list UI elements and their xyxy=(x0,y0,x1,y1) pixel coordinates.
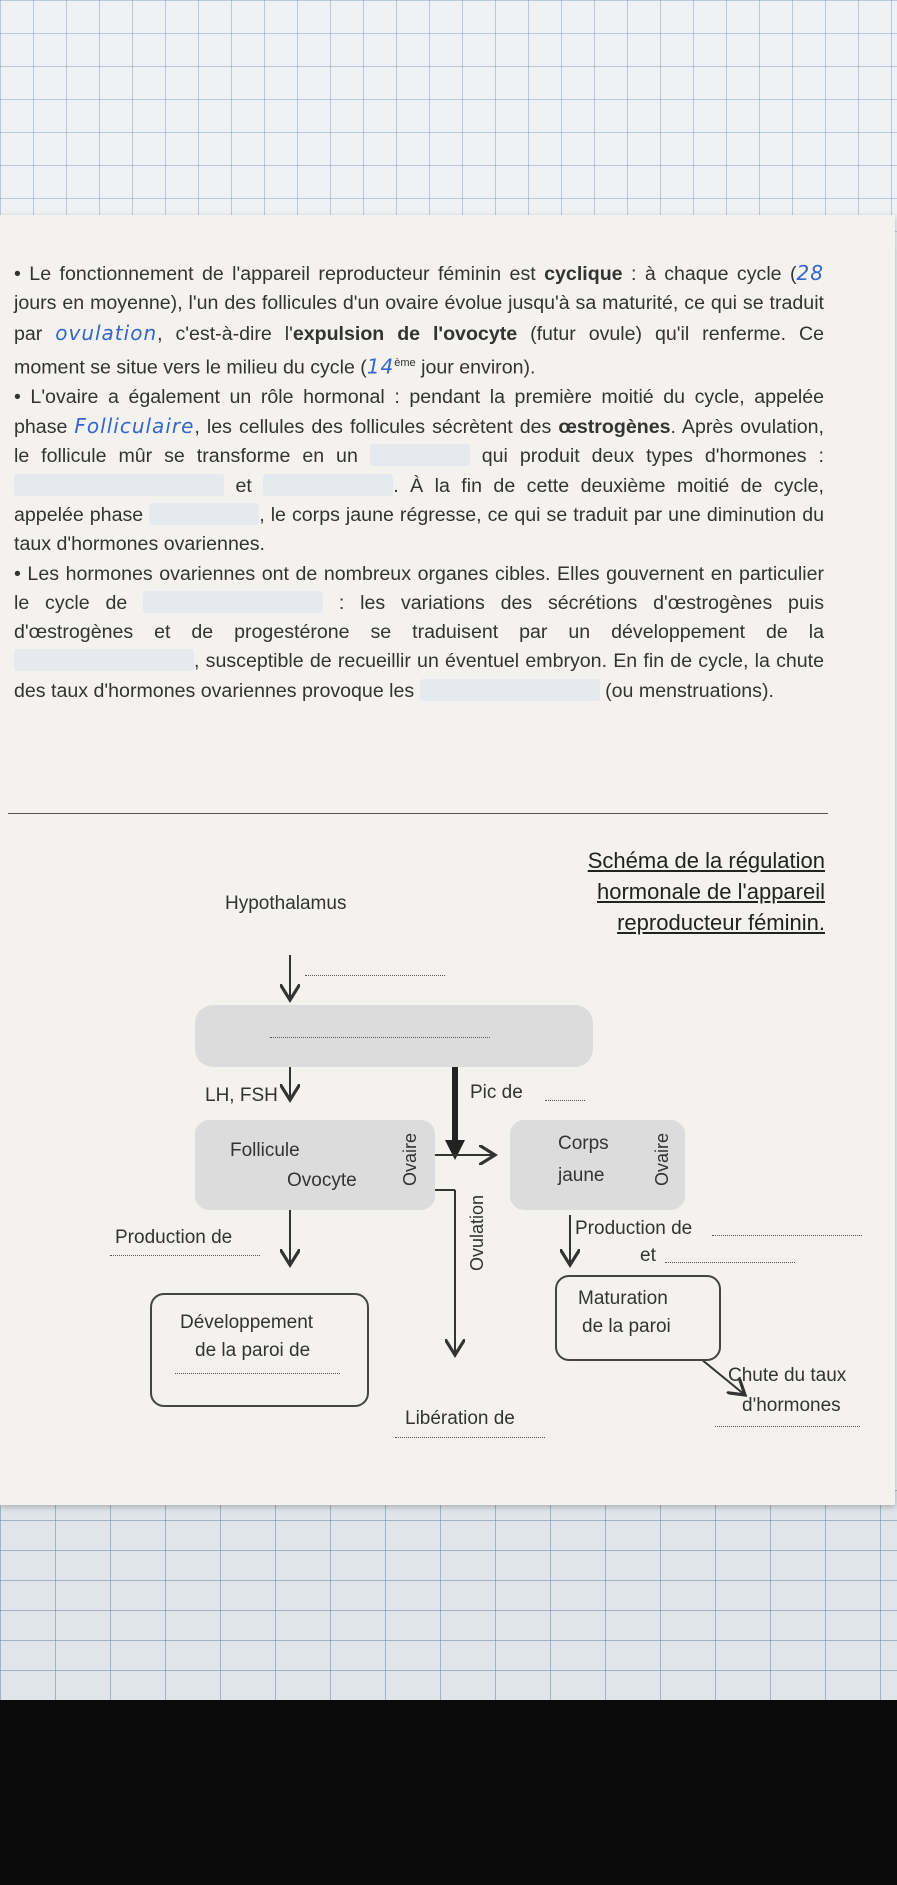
handwritten-ovulation: ovulation xyxy=(55,320,158,345)
blank-gnrh[interactable] xyxy=(305,975,445,976)
de-la-paroi-label: de la paroi xyxy=(582,1316,671,1337)
handwritten-phase: Folliculaire xyxy=(74,414,195,439)
production-de-left-label: Production de xyxy=(115,1227,233,1248)
diagram-title: Schéma de la régulation hormonale de l'a… xyxy=(587,848,825,935)
ovulation-label: Ovulation xyxy=(467,1195,487,1272)
blank-production-right-2[interactable] xyxy=(665,1262,795,1263)
follicule-label: Follicule xyxy=(230,1140,300,1161)
pic-de-label: Pic de xyxy=(470,1082,523,1103)
blank-liberation[interactable] xyxy=(395,1437,545,1438)
blank-corps-jaune[interactable] xyxy=(369,444,470,467)
worksheet-text: • Le fonctionnement de l'appareil reprod… xyxy=(14,259,824,706)
corps-label: Corps xyxy=(558,1133,609,1154)
handwritten-day: 14 xyxy=(366,354,395,379)
regulation-diagram: Schéma de la régulation hormonale de l'a… xyxy=(0,815,895,1505)
blank-chute[interactable] xyxy=(715,1426,860,1427)
maturation-box xyxy=(555,1275,721,1361)
lh-fsh-label: LH, FSH xyxy=(205,1085,278,1106)
paragraph-hormonal: • L'ovaire a également un rôle hormonal … xyxy=(14,385,824,556)
handwritten-days: 28 xyxy=(796,261,824,285)
blank-pic-de[interactable] xyxy=(545,1100,585,1101)
pituitary-box xyxy=(195,1005,593,1067)
dark-background xyxy=(0,1700,897,1885)
liberation-de-label: Libération de xyxy=(405,1408,515,1429)
ovary-left-box xyxy=(195,1120,435,1210)
notebook-grid-top xyxy=(0,0,897,250)
blank-hypophyse[interactable] xyxy=(270,1037,490,1038)
ovary-right-box xyxy=(510,1120,685,1210)
blank-developpement[interactable] xyxy=(14,649,194,672)
jaune-label: jaune xyxy=(558,1165,605,1186)
blank-hormone-1[interactable] xyxy=(14,473,224,496)
blank-cycle-de[interactable] xyxy=(143,590,324,613)
production-de-right-label: Production de xyxy=(575,1218,693,1239)
ovaire-right-label: Ovaire xyxy=(652,1133,672,1187)
maturation-label: Maturation xyxy=(578,1288,668,1309)
developpement-box xyxy=(150,1293,369,1407)
hypothalamus-label: Hypothalamus xyxy=(225,893,347,914)
notebook-grid-bottom xyxy=(0,1490,897,1720)
paragraph-targets: • Les hormones ovariennes ont de nombreu… xyxy=(14,562,824,702)
worksheet: • Le fonctionnement de l'appareil reprod… xyxy=(0,215,895,1505)
blank-production-right-1[interactable] xyxy=(712,1235,862,1236)
blank-production-left[interactable] xyxy=(110,1255,260,1256)
separator-line xyxy=(8,813,828,814)
ovaire-left-label: Ovaire xyxy=(400,1133,420,1187)
et-label: et xyxy=(640,1245,656,1266)
blank-regles[interactable] xyxy=(419,678,600,701)
blank-hormone-2[interactable] xyxy=(263,473,394,496)
chute-du-taux-label: Chute du taux xyxy=(728,1365,847,1386)
ovocyte-label: Ovocyte xyxy=(287,1170,357,1191)
paragraph-cycle: • Le fonctionnement de l'appareil reprod… xyxy=(14,261,824,379)
blank-paroi-de[interactable] xyxy=(175,1373,340,1374)
blank-phase-2[interactable] xyxy=(149,502,260,525)
de-la-paroi-de-label: de la paroi de xyxy=(195,1340,311,1361)
dhormones-label: d'hormones xyxy=(742,1395,841,1416)
developpement-label: Développement xyxy=(180,1312,314,1333)
